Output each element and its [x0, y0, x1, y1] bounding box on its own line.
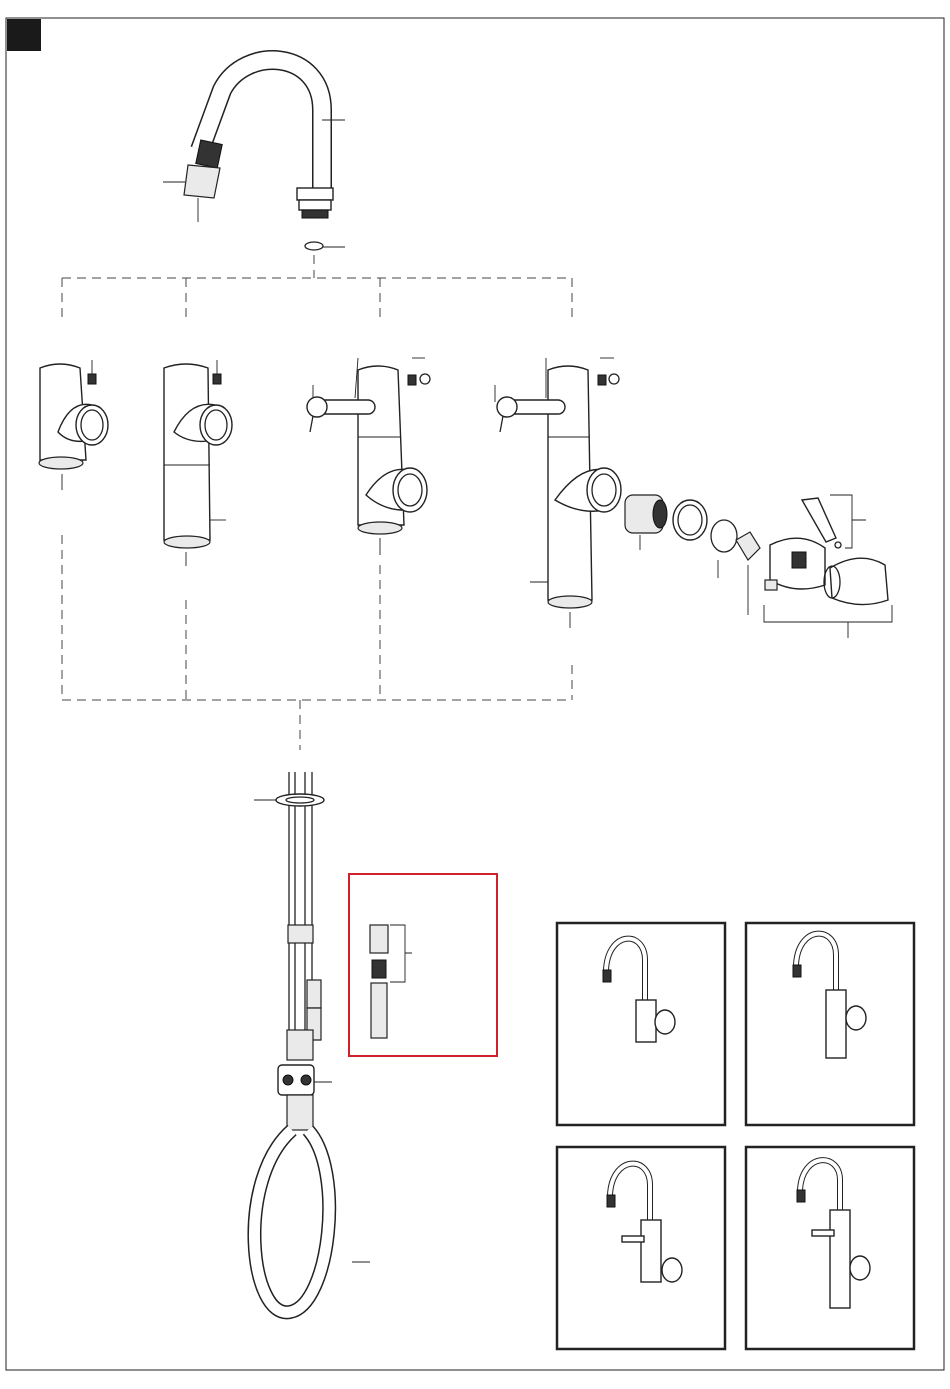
faucet-body-1: [39, 360, 108, 490]
spout-assembly: [200, 60, 345, 250]
variant-panel-4: [746, 1147, 914, 1349]
corner-tab: [7, 19, 41, 51]
spray-head: [163, 140, 222, 222]
faucet-body-2: [164, 360, 232, 566]
faucet-body-4: [495, 358, 621, 628]
faucet-body-3: [307, 358, 430, 555]
variant-panel-1: [557, 923, 725, 1125]
o-ring: [305, 242, 323, 250]
connector-kit-box: [349, 874, 497, 1056]
variant-panel-2: [746, 923, 914, 1125]
hose-assembly: [254, 772, 370, 1312]
lower-connector-lines: [62, 535, 572, 750]
cartridge-parts: [625, 495, 892, 638]
upper-connector-lines: [62, 255, 572, 320]
variant-panel-3: [557, 1147, 725, 1349]
